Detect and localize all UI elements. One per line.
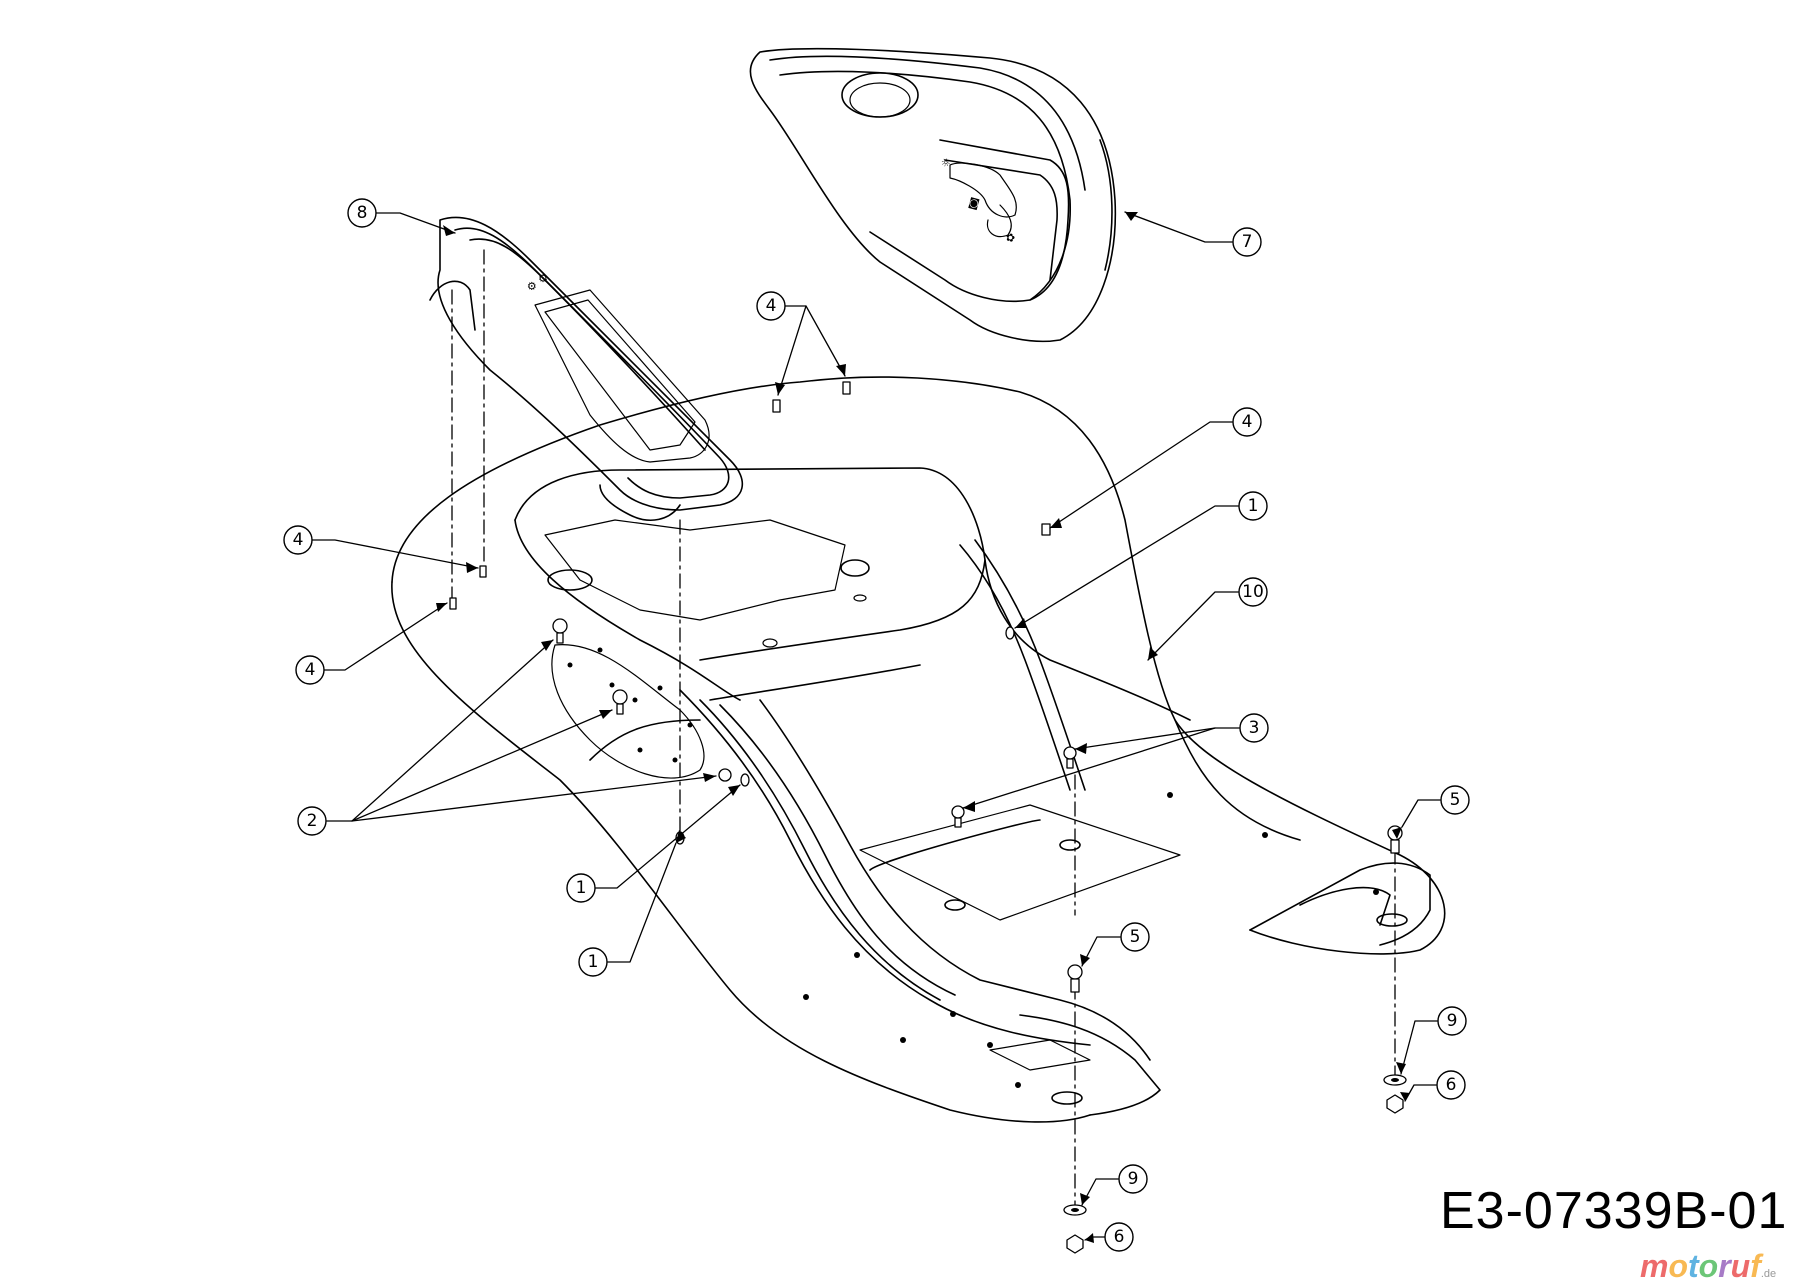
- callout-4-left-lower-label: 4: [305, 660, 316, 680]
- watermark-letter: r: [1718, 1248, 1731, 1284]
- callout-2: [297, 806, 327, 836]
- callout-3-label: 3: [1249, 718, 1260, 738]
- callout-10-group: 10: [1238, 577, 1268, 607]
- callout-3-group: 3: [1239, 713, 1269, 743]
- callout-5-right-label: 5: [1450, 790, 1461, 810]
- callout-6-bottom-label: 6: [1114, 1227, 1125, 1247]
- callout-1-right-label: 1: [1248, 496, 1259, 516]
- watermark-letter: m: [1640, 1248, 1669, 1284]
- callout-1-right-group: 1: [1238, 491, 1268, 521]
- callout-2-label: 2: [307, 811, 318, 831]
- arrowheads: [436, 212, 1410, 1243]
- svg-text:☼: ☼: [939, 155, 952, 170]
- callout-9-right: [1437, 1006, 1467, 1036]
- callout-4-left-upper: [283, 525, 313, 555]
- callout-4-left-lower-group: 4: [295, 655, 325, 685]
- callout-5-right-group: 5: [1440, 785, 1470, 815]
- svg-text:✿: ✿: [1004, 230, 1016, 245]
- callout-1-left-group: 1: [566, 873, 596, 903]
- callout-5-bottom-group: 5: [1120, 922, 1150, 952]
- callout-7-label: 7: [1242, 232, 1253, 252]
- watermark-logo: motoruf.de: [1640, 1250, 1776, 1282]
- callout-2-group: 2: [297, 806, 327, 836]
- callout-5-right: [1440, 785, 1470, 815]
- callout-1-left: [566, 873, 596, 903]
- callout-4-right-group: 4: [1232, 407, 1262, 437]
- leader-lines: [311, 211, 1441, 1241]
- callout-9-bottom-label: 9: [1128, 1169, 1139, 1189]
- watermark-letter: f: [1750, 1248, 1761, 1284]
- callout-4-left-upper-group: 4: [283, 525, 313, 555]
- watermark-letter: o: [1698, 1248, 1719, 1284]
- callout-10-label: 10: [1242, 582, 1264, 602]
- callout-9-right-group: 9: [1437, 1006, 1467, 1036]
- callout-4-left-lower: [295, 655, 325, 685]
- drawing-code: E3-07339B-01: [1440, 1182, 1788, 1240]
- callout-5-bottom: [1120, 922, 1150, 952]
- side-access-panel: [551, 644, 705, 779]
- assembly-lines: [451, 249, 1396, 1211]
- callout-4-left-upper-label: 4: [293, 530, 304, 550]
- watermark-tld: .de: [1760, 1268, 1777, 1280]
- callout-8: [347, 198, 377, 228]
- watermark-letter: t: [1688, 1248, 1699, 1284]
- watermark-letter: u: [1730, 1248, 1751, 1284]
- callout-4-top-group: 4: [756, 291, 786, 321]
- callout-4-right: [1232, 407, 1262, 437]
- callout-9-right-label: 9: [1447, 1011, 1458, 1031]
- watermark-letter: o: [1668, 1248, 1688, 1284]
- callout-1-bottom-group: 1: [578, 947, 608, 977]
- callout-6-right-label: 6: [1446, 1075, 1457, 1095]
- callout-1-bottom: [578, 947, 608, 977]
- callout-4-top-label: 4: [766, 296, 777, 316]
- right-console-part-7: ☼ ◙ ✿: [749, 47, 1117, 343]
- callout-5-bottom-label: 5: [1130, 927, 1141, 947]
- callout-1-right: [1238, 491, 1268, 521]
- callout-1-left-label: 1: [576, 878, 587, 898]
- left-console-part-8: ⚙ ⚙: [429, 216, 744, 521]
- callout-9-bottom-group: 9: [1118, 1164, 1148, 1194]
- body-fender-part-10: [391, 376, 1446, 1123]
- callout-6-bottom: [1104, 1222, 1134, 1252]
- callout-8-group: 8: [347, 198, 377, 228]
- callout-6-right-group: 6: [1436, 1070, 1466, 1100]
- callout-6-right: [1436, 1070, 1466, 1100]
- callout-4-right-label: 4: [1242, 412, 1253, 432]
- callout-7-group: 7: [1232, 227, 1262, 257]
- callout-8-label: 8: [357, 203, 368, 223]
- svg-text:⚙ ⚙: ⚙ ⚙: [524, 270, 551, 294]
- callout-6-bottom-group: 6: [1104, 1222, 1134, 1252]
- svg-text:◙: ◙: [967, 195, 981, 210]
- callout-9-bottom: [1118, 1164, 1148, 1194]
- callout-3: [1239, 713, 1269, 743]
- callout-10: [1238, 577, 1268, 607]
- watermark-text: motoruf: [1640, 1248, 1761, 1284]
- callout-1-bottom-label: 1: [588, 952, 599, 972]
- callout-4-top: [756, 291, 786, 321]
- callout-7: [1232, 227, 1262, 257]
